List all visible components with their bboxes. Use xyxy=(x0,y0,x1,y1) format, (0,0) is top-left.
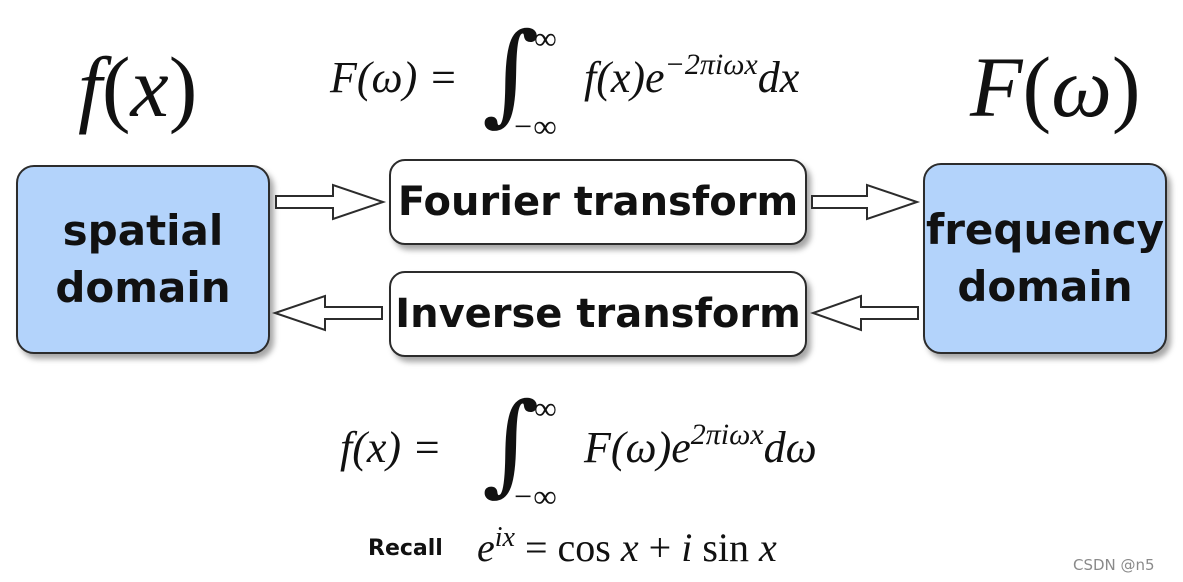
euler-rhs-x1: x xyxy=(620,525,639,570)
euler-base: e xyxy=(477,525,495,570)
forward-integral-sign: ∫ xyxy=(482,9,540,137)
arrow-right-icon xyxy=(275,183,387,221)
euler-rhs-i: i xyxy=(681,525,693,570)
frequency-symbol-arg: ω xyxy=(1051,39,1112,135)
euler-exponent: ix xyxy=(494,522,515,553)
spatial-domain-label-line1: spatial xyxy=(62,205,224,255)
euler-rhs-part1: = cos xyxy=(514,525,621,570)
watermark: CSDN @n5 xyxy=(1073,556,1155,574)
inverse-transform-label: Inverse transform xyxy=(395,291,801,337)
forward-lower-limit: −∞ xyxy=(512,108,557,144)
inverse-differential: dω xyxy=(763,423,817,472)
fourier-transform-box: Fourier transform xyxy=(389,159,807,245)
spatial-symbol-fn: f xyxy=(78,39,102,135)
forward-integrand: f(x)e−2πiωxdx xyxy=(584,50,800,102)
inverse-lower-limit: −∞ xyxy=(512,478,557,514)
recall-label: Recall xyxy=(368,536,443,561)
euler-rhs-part2: + xyxy=(638,525,682,570)
frequency-domain-label-line2: domain xyxy=(957,261,1133,311)
euler-formula: eix = cos x + i sin x xyxy=(477,524,777,570)
forward-upper-limit: ∞ xyxy=(534,20,557,56)
forward-exponent: −2πiωx xyxy=(664,48,758,81)
forward-transform-formula: F(ω) = ∫ ∞ −∞ f(x)e−2πiωxdx xyxy=(330,18,890,142)
inverse-integrand: F(ω)e2πiωxdω xyxy=(584,420,817,472)
spatial-domain-box: spatial domain xyxy=(16,165,270,354)
spatial-domain-label-line2: domain xyxy=(55,262,231,312)
arrow-left-icon xyxy=(271,294,383,332)
frequency-symbol-fn: F xyxy=(970,39,1023,135)
spatial-symbol-arg: x xyxy=(130,39,169,135)
spatial-symbol: f(x) xyxy=(78,39,198,135)
inverse-transform-box: Inverse transform xyxy=(389,271,807,357)
arrow-left-icon xyxy=(810,294,919,332)
inverse-transform-formula: f(x) = ∫ ∞ −∞ F(ω)e2πiωxdω xyxy=(340,388,880,512)
inverse-upper-limit: ∞ xyxy=(534,390,557,426)
frequency-domain-label-line1: frequency xyxy=(925,204,1165,254)
forward-integrand-main: f(x)e xyxy=(584,53,665,102)
forward-differential: dx xyxy=(757,53,800,102)
inverse-integral-sign: ∫ xyxy=(482,379,540,507)
frequency-domain-box: frequency domain xyxy=(923,163,1167,354)
fourier-transform-label: Fourier transform xyxy=(397,179,799,225)
inverse-formula-lhs: f(x) = xyxy=(340,423,442,472)
euler-rhs-x2: x xyxy=(759,525,777,570)
euler-rhs-part3: sin xyxy=(692,525,760,570)
inverse-integrand-main: F(ω)e xyxy=(584,423,691,472)
forward-formula-lhs: F(ω) = xyxy=(330,53,458,102)
arrow-right-icon xyxy=(811,183,921,221)
inverse-exponent: 2πiωx xyxy=(690,418,764,451)
frequency-symbol: F(ω) xyxy=(970,39,1141,135)
